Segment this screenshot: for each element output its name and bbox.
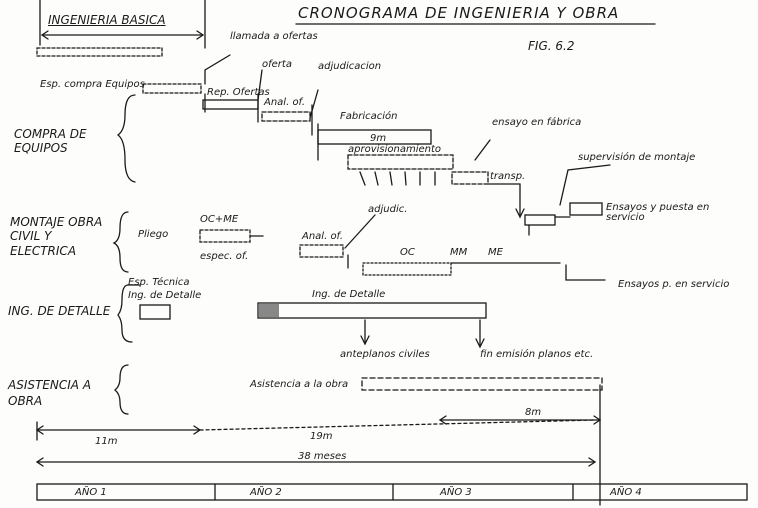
- fig-label: FIG. 6.2: [528, 39, 575, 53]
- note-ing-detalle-lbl: Ing. de Detalle: [128, 290, 202, 301]
- compra-brace: [116, 94, 136, 183]
- page-title: CRONOGRAMA DE INGENIERIA Y OBRA: [298, 4, 620, 22]
- note-supervision: supervisión de montaje: [578, 152, 696, 163]
- note-esp-tecnica: Esp. Técnica: [128, 277, 190, 288]
- asistencia-brace: [113, 364, 129, 415]
- ingdetalle-bar: [257, 302, 487, 319]
- note-esp-oferta: espec. of.: [200, 251, 249, 262]
- note-ensayos-puesta: Ensayos y puesta en servicio: [606, 202, 710, 223]
- espcompra-bar: [142, 83, 202, 94]
- note-anal-of2: Anal. of.: [302, 231, 344, 242]
- ingbasica-bar: [36, 47, 163, 57]
- duration-19m: 19m: [310, 431, 333, 442]
- section-montaje: MONTAJE OBRA CIVIL Y ELECTRICA: [10, 215, 103, 258]
- note-planos: fin emisión planos etc.: [480, 349, 594, 360]
- note-fab-dur: 9m: [370, 133, 387, 144]
- note-mm: MM: [450, 247, 468, 258]
- asistencia-bar: [361, 377, 603, 391]
- note-adjudicacion: adjudicacion: [318, 61, 382, 72]
- montaje-brace: [112, 211, 129, 273]
- year-2: AÑO 2: [250, 487, 282, 498]
- section-asistencia: ASISTENCIA A OBRA: [8, 378, 92, 408]
- note-pliego: Pliego: [138, 229, 169, 240]
- detalle-brace: [117, 284, 141, 343]
- note-transp: transp.: [490, 171, 526, 182]
- note-rep-ofertas: Rep. Ofertas: [207, 87, 270, 98]
- note-anteplanos: anteplanos civiles: [340, 349, 430, 360]
- section-ing-detalle: ING. DE DETALLE: [8, 304, 111, 318]
- duration-38: 38 meses: [298, 451, 347, 462]
- note-oc: OC: [400, 247, 415, 258]
- note-me: ME: [488, 247, 503, 258]
- duration-8m: 8m: [525, 407, 542, 418]
- note-ing-detalle-bar: Ing. de Detalle: [312, 289, 386, 300]
- section-compra: COMPRA DE EQUIPOS: [14, 127, 87, 156]
- note-ensayos-servicio: Ensayos p. en servicio: [618, 279, 730, 290]
- ingbasica-label: INGENIERIA BASICA: [48, 13, 166, 27]
- year-1: AÑO 1: [75, 487, 107, 498]
- note-adjudic: adjudic.: [368, 204, 408, 215]
- note-ensayo-fabrica: ensayo en fábrica: [492, 117, 582, 128]
- year-3: AÑO 3: [440, 487, 472, 498]
- note-anal-of: Anal. of.: [264, 97, 306, 108]
- note-esp-compra: Esp. compra Equipos: [40, 79, 145, 90]
- note-oc-me: OC+ME: [200, 214, 239, 225]
- aprovisionamiento-bar: [347, 154, 454, 170]
- note-oferta: oferta: [262, 59, 292, 70]
- note-aprovisionamiento: aprovisionamiento: [348, 144, 442, 155]
- year-4: AÑO 4: [610, 487, 642, 498]
- note-llamada: llamada a ofertas: [230, 31, 318, 42]
- year-strip: [36, 483, 748, 501]
- note-asistencia: Asistencia a la obra: [250, 379, 349, 390]
- note-fabricacion: Fabricación: [340, 111, 398, 122]
- duration-11m: 11m: [95, 436, 118, 447]
